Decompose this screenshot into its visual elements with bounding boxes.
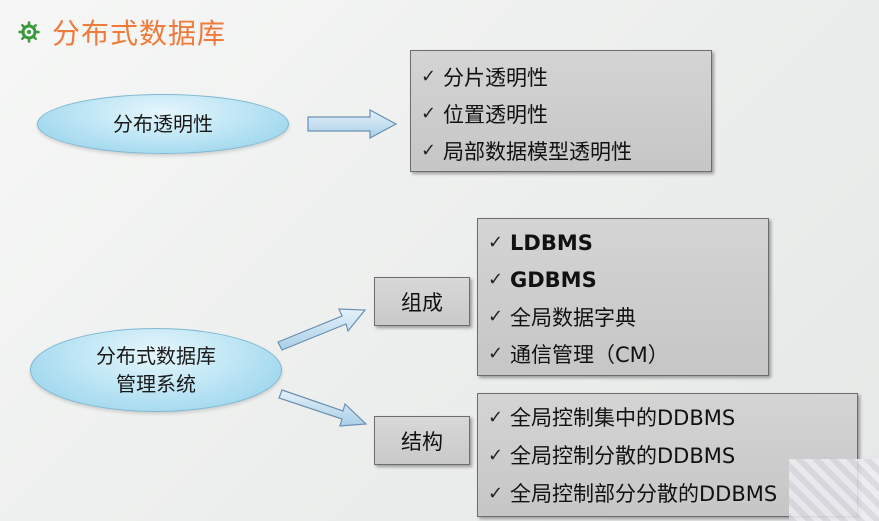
- watermark-overlay: [789, 459, 879, 521]
- composition-label-box: 组成: [374, 277, 470, 326]
- ddbms-ellipse: 分布式数据库 管理系统: [30, 328, 282, 412]
- arrow-up-right-icon: [277, 308, 367, 351]
- structure-list-box: ✓ 全局控制集中的DDBMS ✓ 全局控制分散的DDBMS ✓ 全局控制部分分散…: [477, 393, 858, 517]
- check-icon: ✓: [488, 269, 504, 290]
- composition-list-box: ✓ LDBMS ✓ GDBMS ✓ 全局数据字典 ✓ 通信管理（CM）: [477, 218, 769, 376]
- ellipse-label-line2: 管理系统: [116, 372, 196, 396]
- check-icon: ✓: [488, 444, 504, 466]
- arrow-right-icon: [307, 108, 398, 140]
- list-item: ✓ LDBMS: [488, 230, 593, 255]
- check-icon: ✓: [488, 406, 504, 428]
- check-icon: ✓: [488, 343, 504, 364]
- check-icon: ✓: [421, 103, 437, 124]
- gear-bullet-icon: [18, 21, 40, 43]
- ellipse-label-line1: 分布式数据库: [96, 344, 216, 368]
- page-title: 分布式数据库: [52, 17, 227, 50]
- list-item: ✓ 分片透明性: [421, 65, 548, 90]
- list-item: ✓ 局部数据模型透明性: [421, 139, 632, 164]
- list-item: ✓ 全局控制分散的DDBMS: [488, 444, 736, 468]
- list-item: ✓ 全局控制部分分散的DDBMS: [488, 482, 778, 506]
- check-icon: ✓: [488, 306, 504, 327]
- arrow-down-right-icon: [278, 389, 368, 427]
- list-item: ✓ 位置透明性: [421, 102, 548, 127]
- check-icon: ✓: [488, 482, 504, 504]
- slide-title: 分布式数据库: [18, 12, 226, 52]
- check-icon: ✓: [421, 140, 437, 161]
- list-item: ✓ GDBMS: [488, 267, 597, 292]
- list-item: ✓ 全局数据字典: [488, 305, 636, 330]
- list-item: ✓ 全局控制集中的DDBMS: [488, 406, 736, 430]
- distribution-transparency-ellipse: 分布透明性: [37, 94, 289, 154]
- transparency-list-box: ✓ 分片透明性 ✓ 位置透明性 ✓ 局部数据模型透明性: [410, 50, 712, 172]
- check-icon: ✓: [488, 232, 504, 253]
- list-item: ✓ 通信管理（CM）: [488, 342, 669, 367]
- structure-label-box: 结构: [374, 416, 470, 465]
- check-icon: ✓: [421, 66, 437, 87]
- ellipse-label: 分布透明性: [113, 112, 213, 136]
